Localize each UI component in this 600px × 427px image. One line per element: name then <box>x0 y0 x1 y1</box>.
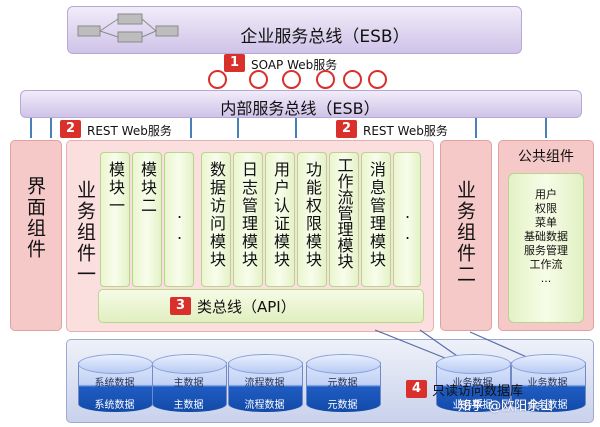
connector-line <box>190 118 192 138</box>
module-message: 消息管理模块 <box>361 152 391 287</box>
module-ellipsis-label: .. <box>398 203 417 245</box>
db-label-bottom: 系统数据 <box>94 400 135 411</box>
readonly-access-label: 只读访问数据库 <box>432 384 524 399</box>
database-meta: 元数据 元数据 <box>306 354 381 418</box>
public-item: 工作流 <box>529 258 563 271</box>
database-business-1: 业务数据 业务数据 <box>436 354 511 418</box>
soap-port-ring <box>368 70 387 89</box>
db-label-bottom: 业务数据 <box>527 400 568 411</box>
badge-rest-left: 2 <box>60 120 81 138</box>
public-component-list: 用户 权限 菜单 基础数据 服务管理 工作流 ... <box>508 173 584 323</box>
module-workflow: 工作流管理模块 <box>329 152 359 287</box>
soap-port-ring <box>316 70 335 89</box>
database-master: 主数据 主数据 <box>152 354 227 418</box>
module-ellipsis-label: .. <box>170 203 189 245</box>
module-user-auth-label: 用户认证模块 <box>271 161 290 269</box>
database-business-2: 业务数据 业务数据 <box>511 354 586 418</box>
ui-component-box <box>10 140 62 331</box>
flowchart-icon <box>77 13 179 43</box>
db-label-top: 元数据 <box>327 378 358 389</box>
public-item: 菜单 <box>535 216 557 229</box>
module-log-management-label: 日志管理模块 <box>239 161 258 269</box>
class-bus-bar <box>98 289 424 323</box>
public-component-title: 公共组件 <box>518 149 574 165</box>
internal-esb-title: 内部服务总线（ESB） <box>220 99 380 118</box>
soap-port-ring <box>249 70 268 89</box>
class-bus-label: 类总线（API） <box>197 298 296 316</box>
db-label-top: 流程数据 <box>244 378 285 389</box>
rest-web-service-label-left: REST Web服务 <box>87 124 172 138</box>
connector-line <box>475 118 477 138</box>
module-log-management: 日志管理模块 <box>233 152 263 287</box>
db-label-bottom: 流程数据 <box>244 400 285 411</box>
public-item: 基础数据 <box>524 230 568 243</box>
module-2-label: 模块二 <box>138 161 157 215</box>
internal-esb-bar <box>20 90 582 118</box>
soap-port-ring <box>343 70 362 89</box>
db-label-bottom: 元数据 <box>327 400 358 411</box>
connector-line <box>545 118 547 138</box>
business-component-2-box <box>440 140 492 331</box>
module-ellipsis-1: .. <box>164 152 194 287</box>
connector-line <box>237 118 239 138</box>
db-label-top: 业务数据 <box>452 378 493 389</box>
module-user-auth: 用户认证模块 <box>265 152 295 287</box>
database-process: 流程数据 流程数据 <box>228 354 303 418</box>
db-label-top: 系统数据 <box>94 378 135 389</box>
database-system: 系统数据 系统数据 <box>78 354 153 418</box>
soap-port-ring <box>282 70 301 89</box>
ui-component-label: 界面组件 <box>24 176 46 260</box>
module-1-label: 模块一 <box>106 161 125 215</box>
connector-line <box>295 118 297 138</box>
public-item: 用户 <box>535 188 557 201</box>
soap-port-ring <box>208 70 227 89</box>
badge-readonly: 4 <box>406 380 427 398</box>
rest-web-service-label-right: REST Web服务 <box>363 124 448 138</box>
connector-line <box>30 118 32 138</box>
badge-soap: 1 <box>224 54 245 72</box>
watermark-text: 知乎 @欧阳余山 <box>458 399 554 414</box>
module-2: 模块二 <box>132 152 162 287</box>
public-item: ... <box>540 272 552 285</box>
db-label-bottom: 业务数据 <box>452 400 493 411</box>
public-item: 服务管理 <box>524 244 568 257</box>
db-label-top: 业务数据 <box>527 378 568 389</box>
business-component-2-label: 业务组件二 <box>454 180 476 285</box>
module-1: 模块一 <box>100 152 130 287</box>
business-component-1-label: 业务组件一 <box>74 180 96 285</box>
soap-web-service-label: SOAP Web服务 <box>251 58 338 72</box>
db-label-bottom: 主数据 <box>173 400 204 411</box>
module-data-access: 数据访问模块 <box>201 152 231 287</box>
module-permission: 功能权限模块 <box>297 152 327 287</box>
module-permission-label: 功能权限模块 <box>303 161 322 269</box>
module-message-label: 消息管理模块 <box>367 161 386 269</box>
module-ellipsis-2: .. <box>393 152 421 287</box>
enterprise-esb-title: 企业服务总线（ESB） <box>240 27 410 47</box>
badge-rest-right: 2 <box>336 120 357 138</box>
enterprise-esb-bar <box>67 6 522 54</box>
public-item: 权限 <box>535 202 557 215</box>
db-label-top: 主数据 <box>173 378 204 389</box>
module-workflow-label: 工作流管理模块 <box>334 157 354 269</box>
badge-class-bus: 3 <box>170 297 191 315</box>
module-data-access-label: 数据访问模块 <box>207 161 226 269</box>
connector-line <box>50 118 52 138</box>
